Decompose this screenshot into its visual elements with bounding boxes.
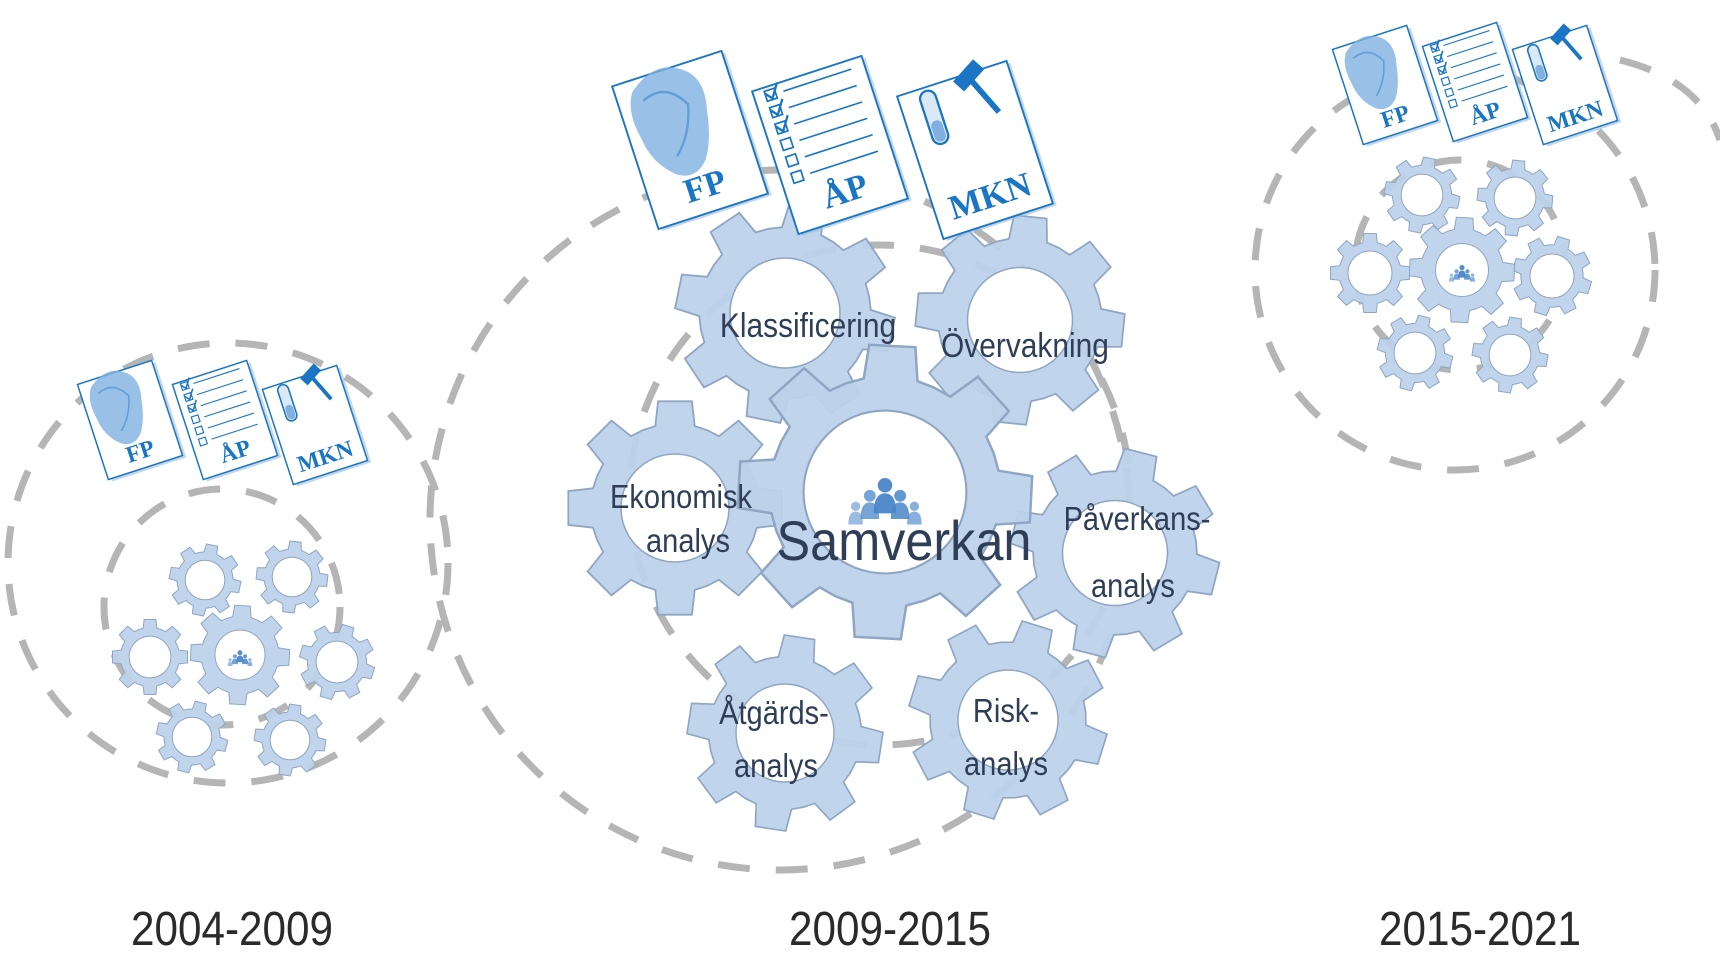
label-atgards: Åtgärds- <box>719 694 829 731</box>
doc-fp-small-left: FP <box>76 359 187 482</box>
label-ekonomisk-analys: analys <box>646 522 730 559</box>
checklist-icon <box>1429 30 1508 109</box>
gear-small-right-bot-1 <box>1376 314 1454 392</box>
doc-mkn-large: MKN <box>895 59 1057 242</box>
cycle-circle-2004-2009 <box>4 339 452 787</box>
map-icon <box>89 370 143 445</box>
label-overvakning: Övervakning <box>941 326 1109 364</box>
gear-overvakning <box>914 214 1126 426</box>
gear-labels: Klassificering Övervakning Ekonomisk ana… <box>610 306 1210 784</box>
label-risk: Risk- <box>973 692 1039 729</box>
cycle-arc-continuation <box>1619 56 1720 142</box>
gear-samverkan <box>736 343 1034 641</box>
label-ekonomisk: Ekonomisk <box>610 478 752 515</box>
gear-small-right-top-2 <box>1476 159 1554 237</box>
gear-atgardsanalys <box>686 634 884 832</box>
test-tube-icon <box>918 89 950 146</box>
period-label-2004-2009: 2004-2009 <box>131 901 333 955</box>
checklist-icon <box>179 368 258 447</box>
map-icon <box>1344 35 1398 110</box>
people-icon <box>227 650 253 666</box>
label-risk-analys: analys <box>964 745 1048 782</box>
gear-ekonomisk-analys <box>567 400 783 616</box>
test-tube-icon <box>1526 43 1548 82</box>
gear-small-right-bot-2 <box>1471 316 1549 394</box>
doc-ap-large: ÅP <box>750 54 912 237</box>
doc-fp-large: FP <box>610 49 772 232</box>
gear-paverkansanalys <box>1009 447 1221 659</box>
period-labels: 2004-2009 2009-2015 2015-2021 <box>131 901 1581 955</box>
test-tube-icon <box>276 383 298 422</box>
gear-riskanalys <box>907 619 1109 821</box>
doc-fp-small-right: FP <box>1331 24 1442 147</box>
gear-small-left-mid-2 <box>298 623 376 701</box>
period-label-2009-2015: 2009-2015 <box>789 901 991 955</box>
people-icon <box>1448 264 1476 282</box>
gavel-icon <box>1550 23 1583 61</box>
doc-ap-small-left: ÅP <box>171 359 282 482</box>
label-paverkans: Påverkans- <box>1064 500 1211 537</box>
period-label-2015-2021: 2015-2021 <box>1379 901 1581 955</box>
gear-small-left-mid-1 <box>112 619 188 695</box>
label-samverkan: Samverkan <box>777 511 1032 573</box>
gavel-icon <box>953 59 1002 114</box>
gear-small-left-top-2 <box>255 540 329 614</box>
gear-klassificering <box>674 202 896 424</box>
people-icon <box>848 478 922 525</box>
doc-mkn-small-left: MKN <box>261 363 372 487</box>
gear-small-left-center <box>189 604 291 706</box>
gavel-icon <box>300 363 333 401</box>
gear-layer <box>112 156 1593 832</box>
checklist-icon <box>763 68 879 185</box>
doc-mkn-small-right: MKN <box>1511 23 1622 147</box>
gear-small-left-bot-2 <box>253 703 327 777</box>
gear-small-right-top-1 <box>1383 156 1461 234</box>
doc-ap-small-right: ÅP <box>1421 21 1532 144</box>
map-icon <box>630 67 709 176</box>
gear-small-right-mid-1 <box>1330 233 1410 313</box>
gear-small-right-mid-2 <box>1511 235 1593 317</box>
gear-small-left-bot-1 <box>155 700 229 774</box>
label-paverkans-analys: analys <box>1091 567 1175 604</box>
gear-small-left-top-1 <box>168 543 242 617</box>
gear-small-right-center <box>1408 216 1516 324</box>
label-atgards-analys: analys <box>734 747 818 784</box>
label-klassificering: Klassificering <box>720 306 896 344</box>
